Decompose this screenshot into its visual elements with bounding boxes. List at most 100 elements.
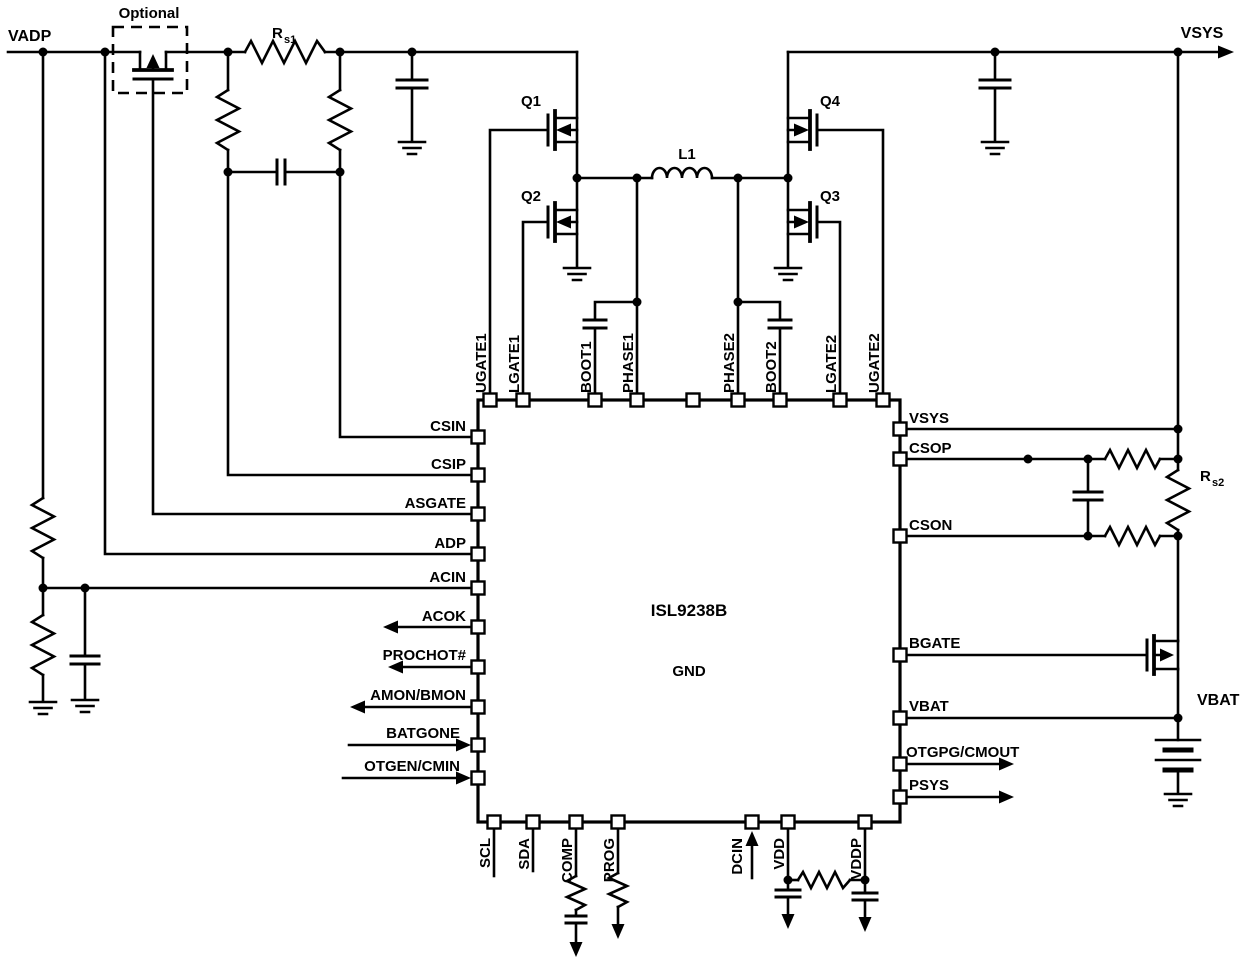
pin-label-acok: ACOK (422, 608, 466, 625)
ic-pin (892, 789, 908, 805)
ic-pin (892, 528, 908, 544)
vsys-arrow (1218, 45, 1234, 59)
ic-pin (515, 392, 531, 408)
ic-pin (685, 392, 701, 408)
resistor (605, 871, 631, 909)
pin-label-lgate2: LGATE2 (823, 335, 840, 393)
rs1-resistor (243, 38, 327, 66)
optional-asgate-fet (111, 25, 473, 516)
pin-label-bgate: BGATE (909, 635, 960, 652)
optional-label: Optional (119, 5, 180, 22)
pin-label-lgate1: LGATE1 (506, 335, 523, 393)
ic-pin (470, 699, 486, 715)
prog-network (605, 827, 631, 939)
rs2-sub-label: s2 (1212, 477, 1224, 489)
ic-pin (482, 392, 498, 408)
ic-pin (730, 392, 746, 408)
output-capacitor (978, 50, 1012, 156)
ic-gnd-label: GND (672, 663, 706, 680)
ic-pin (470, 580, 486, 596)
resistor (214, 88, 242, 152)
ic-pin (525, 814, 541, 830)
rs2-resistor (1164, 468, 1192, 532)
pin-label-batgone: BATGONE (386, 725, 460, 742)
pin-label-prochot: PROCHOT# (383, 647, 467, 664)
pin-label-amon-bmon: AMON/BMON (370, 687, 466, 704)
vsys-net-label: VSYS (1181, 25, 1224, 42)
pin-label-sda: SDA (516, 838, 533, 870)
csip-wire (226, 170, 473, 477)
ground-symbol (1163, 792, 1193, 808)
resistor (796, 869, 852, 891)
q4-label: Q4 (820, 93, 841, 110)
pin-label-csin: CSIN (430, 418, 466, 435)
ground-symbol (397, 140, 427, 156)
pin-label-dcin: DCIN (729, 838, 746, 875)
ic-pin (857, 814, 873, 830)
ic-pin (610, 814, 626, 830)
resistor (29, 496, 57, 560)
ic-pin (470, 619, 486, 635)
ground-symbol (773, 266, 803, 282)
ic-pin (875, 392, 891, 408)
left-signal-wires (41, 586, 473, 785)
ic-pin (470, 659, 486, 675)
resistor (29, 613, 57, 677)
pin-label-vsys: VSYS (909, 410, 949, 427)
battery (905, 667, 1202, 808)
pin-label-ugate2: UGATE2 (866, 333, 883, 393)
right-signal-arrows (905, 757, 1014, 804)
pin-label-csop: CSOP (909, 440, 952, 457)
pin-label-otgen-cmin: OTGEN/CMIN (364, 758, 460, 775)
pin-label-prog: PROG (601, 838, 618, 882)
pin-label-psys: PSYS (909, 777, 949, 794)
ground-symbol (70, 698, 100, 714)
ground-symbol (28, 700, 58, 716)
ic-pin (892, 647, 908, 663)
vadp-net-label: VADP (8, 28, 52, 45)
boot-phase-network (582, 176, 793, 395)
adapter-input-rail (6, 47, 579, 57)
vbat-net-label: VBAT (1197, 692, 1240, 709)
ic-pin (587, 392, 603, 408)
ic-pin (470, 429, 486, 445)
pin-label-cson: CSON (909, 517, 952, 534)
pin-label-comp: COMP (559, 838, 576, 883)
ic-pin (470, 770, 486, 786)
ic-pin (470, 467, 486, 483)
comp-network (563, 827, 589, 957)
capacitor (275, 158, 287, 186)
ic-pin (629, 392, 645, 408)
ic-pin (470, 546, 486, 562)
ic-pin (744, 814, 760, 830)
resistor (1103, 447, 1162, 471)
pin-label-vddp: VDDP (848, 838, 865, 880)
input-current-sense-network (214, 50, 473, 477)
q1-label: Q1 (521, 93, 541, 110)
q3-mosfet (773, 176, 842, 395)
resistor (1103, 524, 1162, 548)
ic-pin (772, 392, 788, 408)
q2-label: Q2 (521, 188, 541, 205)
ic-pin (892, 451, 908, 467)
ground-symbol (562, 266, 592, 282)
bgate-fet (905, 634, 1180, 676)
csin-wire (338, 170, 473, 439)
rs2-label: R (1200, 468, 1211, 485)
ic-pin (568, 814, 584, 830)
ic-pin (892, 756, 908, 772)
pin-label-asgate: ASGATE (405, 495, 466, 512)
battery-sense-network (905, 50, 1192, 643)
l1-inductor (650, 166, 714, 180)
q2-mosfet (521, 176, 592, 395)
pin-label-boot2: BOOT2 (763, 341, 780, 393)
resistor (563, 874, 589, 912)
q3-label: Q3 (820, 188, 840, 205)
pin-label-phase1: PHASE1 (620, 333, 637, 393)
rs1-label: R (272, 25, 283, 42)
pin-label-phase2: PHASE2 (721, 333, 738, 393)
pin-label-adp: ADP (434, 535, 466, 552)
phase-rail (572, 166, 793, 183)
